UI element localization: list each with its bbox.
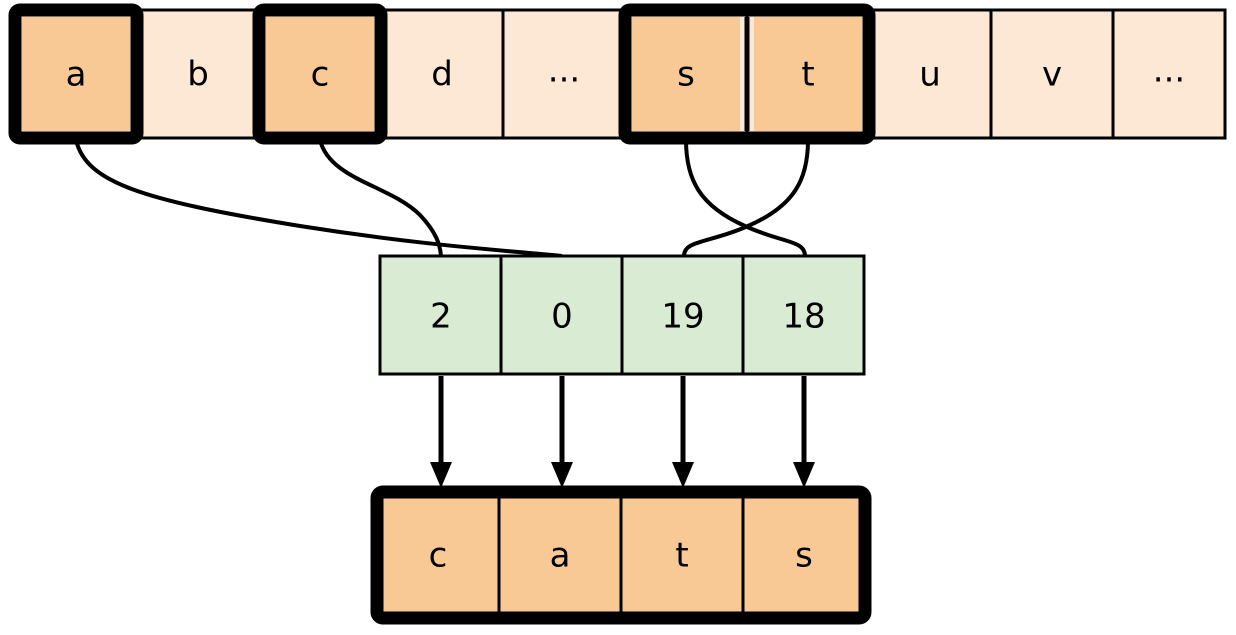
alphabet-label-t: t	[801, 55, 814, 95]
arrow-index3-to-output3	[793, 376, 815, 488]
alphabet-label-v: v	[1042, 55, 1062, 95]
output-arrows	[430, 376, 815, 488]
alphabet-cell-c-fill	[266, 17, 374, 131]
arrow-index2-to-output2	[672, 376, 694, 488]
alphabet-label-a: a	[66, 55, 87, 95]
connector-c-to-2	[318, 139, 443, 257]
alphabet-highlight-outline-a	[8, 3, 144, 145]
output-array-outline	[370, 485, 872, 625]
alphabet-cell-s-fill	[632, 17, 740, 131]
alphabet-array: a b c d ... s t u v ...	[8, 3, 1227, 145]
alphabet-cell-v-bg	[989, 8, 1115, 140]
alphabet-label-s: s	[677, 55, 695, 95]
index-cell-2	[620, 254, 745, 376]
output-array: c a t s	[370, 485, 872, 625]
alphabet-label-d: d	[431, 55, 453, 95]
alphabet-cell-b-bg	[135, 8, 261, 140]
index-cell-0	[378, 254, 503, 376]
connector-t-to-19	[682, 139, 810, 257]
arrow-index1-to-output1	[551, 376, 573, 488]
alphabet-label-b: b	[187, 55, 209, 95]
alphabet-label-ellipsis2: ...	[1153, 51, 1185, 91]
mapping-connectors	[74, 139, 810, 258]
index-array: 2 0 19 18	[378, 254, 866, 376]
arrow-index0-to-output0	[430, 376, 452, 488]
output-cell-2	[619, 490, 745, 620]
output-label-0: c	[429, 536, 448, 576]
index-label-3: 18	[782, 297, 825, 337]
alphabet-cell-ellipsis2-bg	[1111, 8, 1227, 140]
index-label-2: 19	[661, 297, 704, 337]
index-label-1: 0	[551, 297, 573, 337]
index-label-0: 2	[430, 297, 452, 337]
alphabet-cell-t-fill	[754, 17, 862, 131]
output-label-3: s	[795, 536, 813, 576]
output-label-2: t	[675, 536, 688, 576]
alphabet-highlight-outline-st	[618, 3, 876, 145]
connector-a-to-0	[74, 139, 563, 258]
alphabet-cell-a-fill	[22, 17, 130, 131]
alphabet-highlight-outline-c	[252, 3, 388, 145]
alphabet-label-u: u	[919, 55, 941, 95]
alphabet-label-ellipsis1: ...	[548, 51, 580, 91]
alphabet-cell-ellipsis1-bg	[501, 8, 627, 140]
output-label-1: a	[550, 536, 571, 576]
output-cell-1	[497, 490, 623, 620]
index-cell-3	[741, 254, 866, 376]
alphabet-label-c: c	[311, 55, 330, 95]
